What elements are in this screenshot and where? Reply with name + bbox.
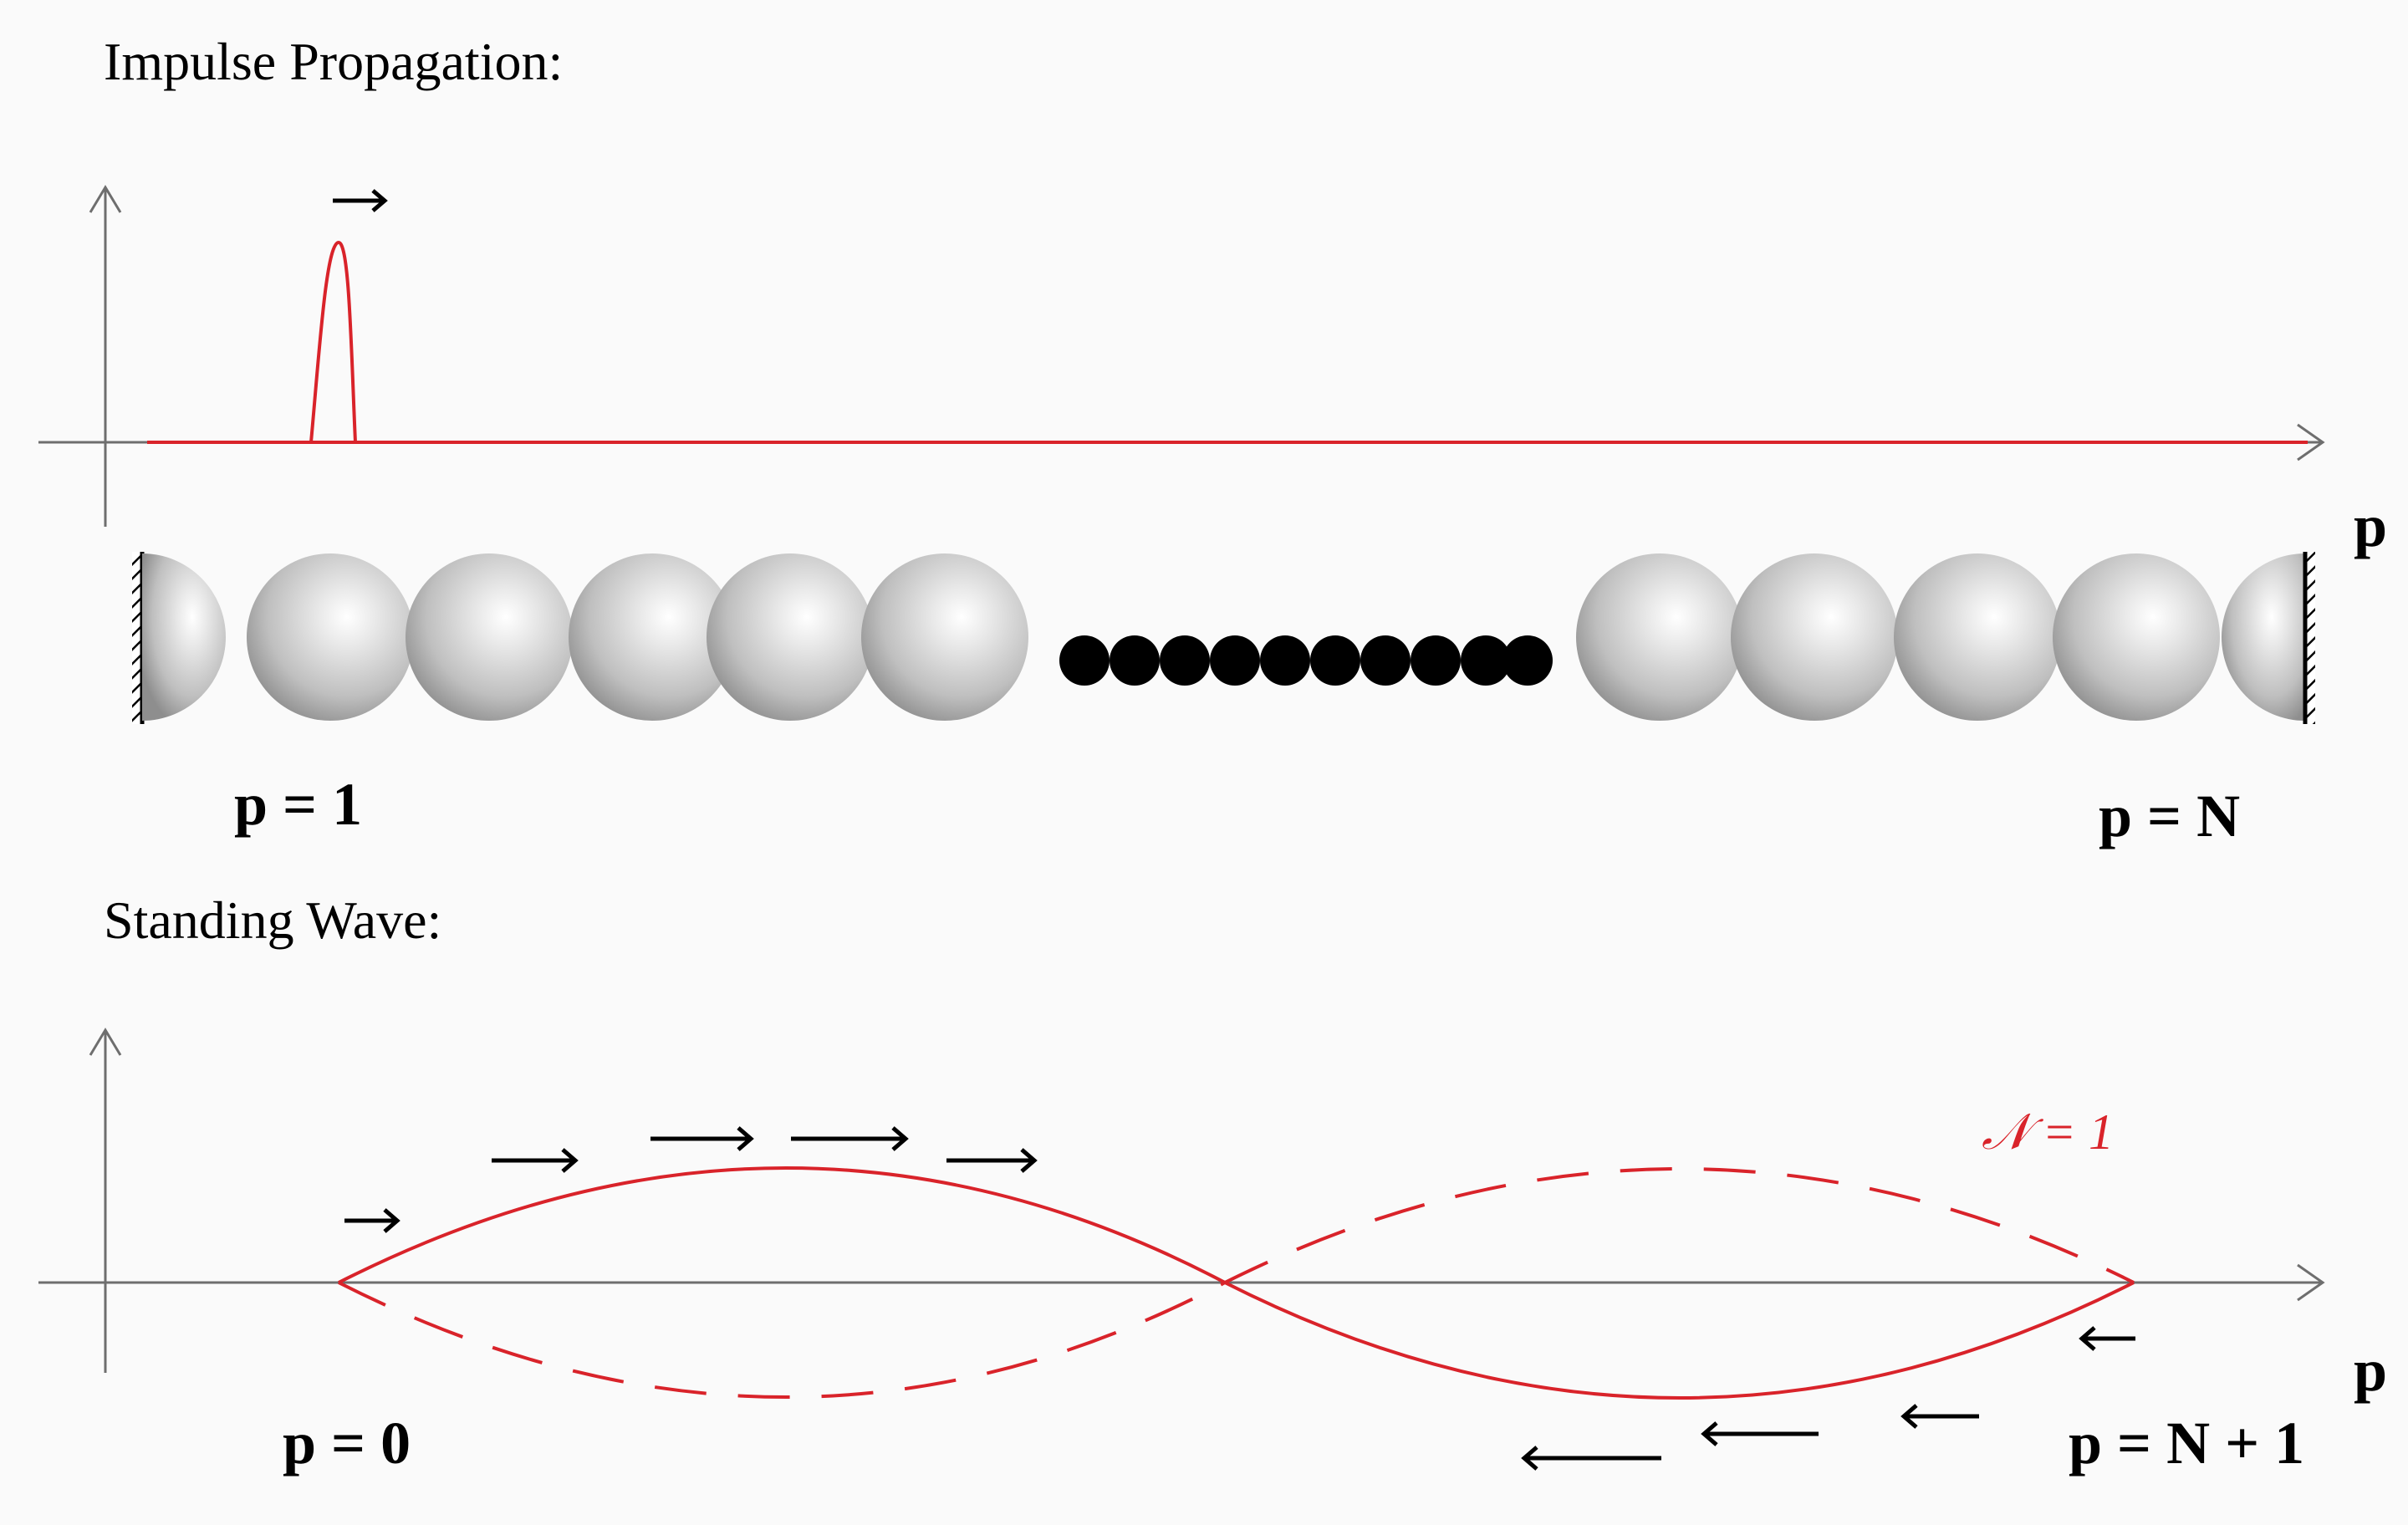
impulse-pulse [309,240,357,443]
arrow-icon [2079,1326,2135,1351]
arrow-icon [791,1126,909,1151]
bead [1576,553,1743,721]
left-wall-icon [132,552,145,724]
arrow-icon [946,1148,1038,1173]
arrow-icon [492,1148,579,1173]
label-p-last: p = N [2099,783,2240,849]
bead [2053,553,2220,721]
arrow-icon [650,1126,754,1151]
half-bead-right [2222,553,2305,721]
arrow-icon [333,189,388,212]
half-bead-left [142,553,226,721]
small-bead-row [1059,635,1553,686]
bead [406,553,573,721]
impulse-axes [38,185,2325,527]
label-p-first: p = 1 [234,771,362,838]
bead [861,553,1028,721]
bead [1731,553,1898,721]
arrow-icon [344,1208,400,1233]
bead [1894,553,2061,721]
arrow-icon [1900,1404,1979,1429]
right-wall-icon [2303,552,2315,724]
impulse-title: Impulse Propagation: [104,32,563,91]
arrow-icon [1701,1421,1819,1446]
arrow-icon [1521,1446,1661,1471]
p-axis-label-top: p [2354,492,2387,559]
label-p-end: p = N + 1 [2069,1410,2304,1477]
bead [707,553,874,721]
label-p-zero: p = 0 [283,1410,411,1477]
standing-wave-dashed [338,1167,2135,1399]
p-axis-label-bottom: p [2354,1337,2387,1404]
mode-label: 𝒩 = 1 [1982,1104,2114,1160]
bead [569,553,736,721]
standing-axes [38,1028,2325,1373]
bead [247,553,414,721]
bead-chain [132,552,2315,724]
standing-title: Standing Wave: [104,890,441,950]
